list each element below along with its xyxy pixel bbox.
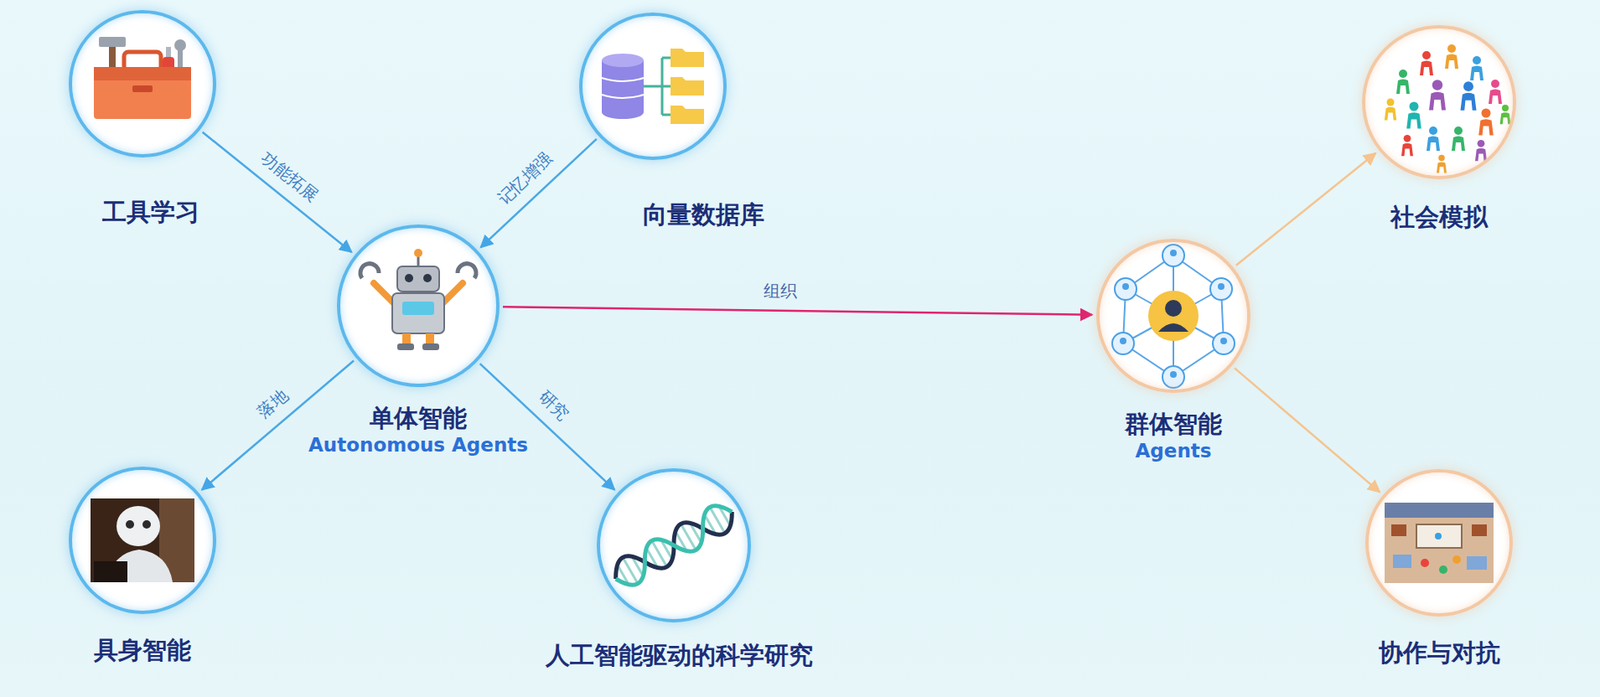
dna-icon [608, 498, 741, 592]
node-sublabel: Autonomous Agents [308, 433, 529, 458]
edge-label: 研究 [535, 387, 575, 425]
robot-icon [360, 248, 477, 351]
node-caption: 协作与对抗 [1378, 638, 1501, 668]
icon-circle: 向量数据库 [579, 12, 727, 161]
humanoid-photo-icon [90, 498, 195, 583]
connector-arrow [202, 132, 353, 253]
edge-label: 记忆增强 [493, 148, 557, 209]
node-label: 人工智能驱动的科学研究 [545, 641, 813, 671]
node-label: 群体智能 [1124, 409, 1223, 440]
node-label: 协作与对抗 [1378, 638, 1501, 668]
game-scene-icon [1384, 502, 1494, 584]
icon-circle: 具身智能 [68, 466, 217, 615]
node-label: 单体智能 [308, 403, 529, 434]
connector-arrow [201, 360, 354, 490]
edge-label: 功能拓展 [257, 147, 322, 206]
society-globe-icon [1384, 44, 1512, 174]
node-caption: 人工智能驱动的科学研究 [545, 641, 813, 671]
node-caption: 具身智能 [93, 636, 192, 666]
edge-label: 落地 [253, 384, 292, 422]
database-icon [601, 48, 705, 125]
icon-circle: 协作与对抗 [1365, 469, 1513, 617]
toolbox-icon [93, 36, 192, 120]
connector-arrow [1236, 153, 1377, 266]
edge-label: 组织 [763, 279, 798, 301]
icon-circle: 单体智能Autonomous Agents [336, 224, 500, 388]
node-caption: 社会模拟 [1390, 202, 1488, 233]
node-caption: 单体智能Autonomous Agents [308, 403, 529, 458]
connector-arrow [502, 306, 1093, 315]
node-sublabel: Agents [1124, 439, 1223, 464]
icon-circle: 社会模拟 [1361, 25, 1517, 180]
node-caption: 群体智能Agents [1124, 409, 1223, 464]
icon-circle: 人工智能驱动的科学研究 [596, 468, 751, 623]
node-label: 社会模拟 [1390, 202, 1488, 233]
connector-arrow [1234, 367, 1380, 492]
node-label: 工具学习 [102, 197, 200, 228]
node-caption: 工具学习 [102, 197, 200, 228]
circle-grounds [70, 11, 1515, 622]
node-label: 具身智能 [93, 636, 192, 666]
connector-arrow [480, 139, 596, 248]
icon-circle: 群体智能Agents [1096, 238, 1251, 394]
network-icon [1112, 244, 1235, 389]
connector-arrow [480, 363, 616, 491]
node-caption: 向量数据库 [642, 200, 765, 230]
node-label: 向量数据库 [642, 200, 765, 230]
icon-circle: 工具学习 [68, 10, 217, 158]
